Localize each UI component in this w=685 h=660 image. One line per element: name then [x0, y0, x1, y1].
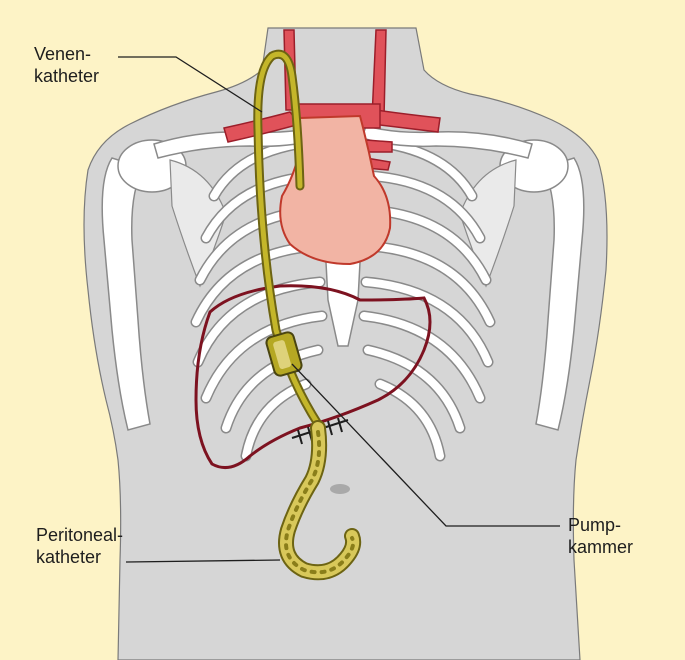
label-pumpkammer: Pump- kammer	[568, 514, 633, 558]
label-peritonealkatheter-line2: katheter	[36, 546, 123, 568]
label-peritonealkatheter-line1: Peritoneal-	[36, 524, 123, 546]
label-venenkatheter: Venen- katheter	[34, 43, 99, 87]
label-venenkatheter-line2: katheter	[34, 65, 99, 87]
label-venenkatheter-line1: Venen-	[34, 43, 99, 65]
navel	[330, 484, 350, 494]
label-pumpkammer-line2: kammer	[568, 536, 633, 558]
label-peritonealkatheter: Peritoneal- katheter	[36, 524, 123, 568]
label-pumpkammer-line1: Pump-	[568, 514, 633, 536]
